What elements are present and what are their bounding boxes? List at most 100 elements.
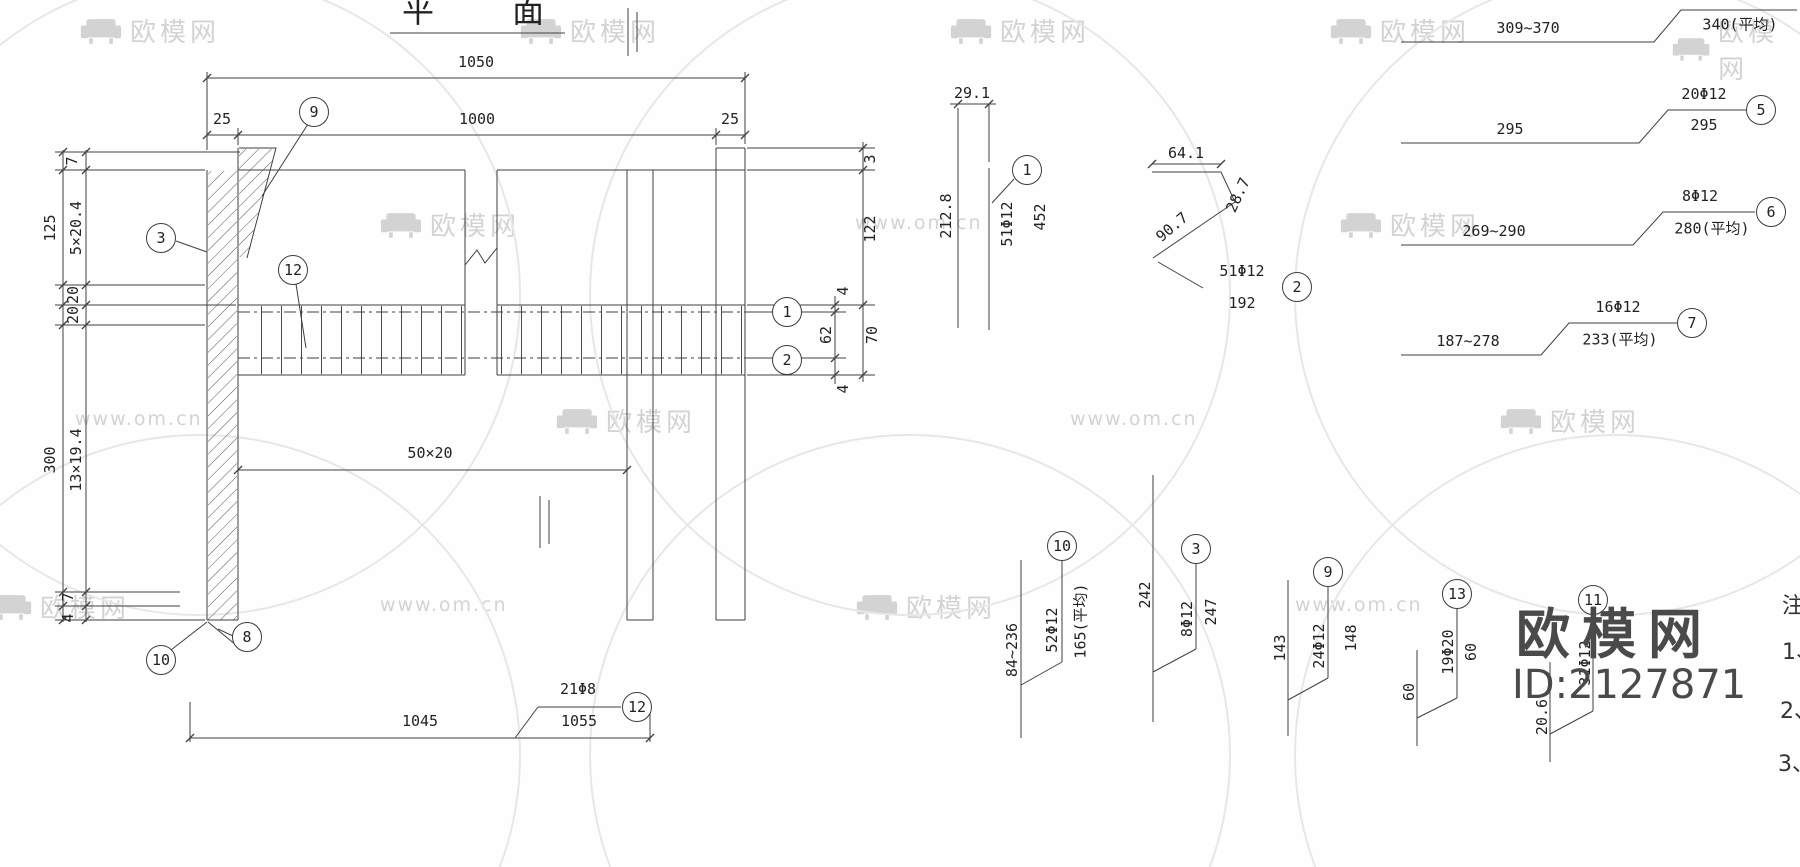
callout10-spec: 52Φ12 bbox=[1043, 607, 1061, 653]
bubble-10: 10 bbox=[146, 645, 176, 675]
detail2-spec: 51Φ12 bbox=[1219, 262, 1265, 280]
watermark: 欧模网 bbox=[1672, 12, 1800, 86]
detail1-width: 29.1 bbox=[953, 84, 991, 102]
detail1-lines bbox=[950, 103, 996, 330]
callout9-avg: 148 bbox=[1342, 624, 1360, 652]
watermark-url: www.om.cn bbox=[75, 408, 203, 430]
rebar-ticks bbox=[244, 306, 462, 374]
watermark-url: www.om.cn bbox=[1070, 408, 1198, 430]
bubble-3: 3 bbox=[146, 223, 176, 253]
callout6-range: 269~290 bbox=[1462, 222, 1526, 240]
dim-122: 122 bbox=[861, 215, 879, 243]
dim-125: 125 bbox=[41, 214, 59, 242]
dim-20-a: 20 bbox=[64, 285, 82, 305]
callout3-lines bbox=[1152, 475, 1197, 722]
watermark: 欧模网 bbox=[1340, 206, 1480, 243]
callout7-avg: 233(平均) bbox=[1582, 330, 1658, 349]
bubble-7: 7 bbox=[1677, 308, 1707, 338]
dim-20-b: 20 bbox=[64, 305, 82, 325]
detail1-spec: 51Φ12 bbox=[998, 201, 1016, 247]
view-title: 平 面 bbox=[402, 0, 579, 30]
dim-1000: 1000 bbox=[458, 110, 496, 128]
watermark-url: www.om.cn bbox=[380, 594, 508, 616]
watermark-brand: 欧模网 bbox=[130, 18, 221, 48]
callout6-lines bbox=[1401, 211, 1755, 246]
watermark: 欧模网 bbox=[856, 588, 996, 625]
bubble-13: 13 bbox=[1442, 579, 1472, 609]
bubble-detail1: 1 bbox=[1012, 155, 1042, 185]
dim-7-top: 7 bbox=[63, 156, 81, 166]
bubble-10b: 10 bbox=[1047, 531, 1077, 561]
detail2-length: 192 bbox=[1228, 294, 1256, 312]
bubble-5: 5 bbox=[1746, 95, 1776, 125]
watermark-brand: 欧模网 bbox=[1550, 408, 1641, 438]
callout5-range: 295 bbox=[1496, 120, 1524, 138]
callout10-range: 84~236 bbox=[1003, 622, 1021, 678]
callout-top-lines bbox=[1401, 9, 1797, 43]
site-id: ID:2127871 bbox=[1512, 662, 1747, 708]
dim-4-right-b: 4 bbox=[834, 384, 852, 394]
dim-62: 62 bbox=[817, 325, 835, 345]
dim-25-right: 25 bbox=[720, 110, 740, 128]
callout-top-range: 309~370 bbox=[1496, 19, 1560, 37]
bubble-11: 11 bbox=[1578, 585, 1608, 615]
watermark-url: www.om.cn bbox=[1295, 594, 1423, 616]
callout3-range: 242 bbox=[1136, 581, 1154, 609]
rebar-ticks bbox=[500, 306, 742, 374]
watermark: 欧模网 bbox=[520, 12, 660, 49]
bubble-1: 1 bbox=[772, 297, 802, 327]
wall-bottom-cut bbox=[207, 621, 237, 646]
bubble-12-bottom: 12 bbox=[622, 692, 652, 722]
callout10-avg: 165(平均) bbox=[1071, 583, 1090, 659]
watermark-brand: 欧模网 bbox=[430, 212, 521, 242]
callout13-avg: 60 bbox=[1462, 642, 1480, 662]
dim-1045: 1045 bbox=[401, 712, 439, 730]
callout7-range: 187~278 bbox=[1436, 332, 1500, 350]
dim-4-bottom: 4 bbox=[59, 613, 77, 623]
callout7-spec: 16Φ12 bbox=[1595, 298, 1641, 316]
ext-left-lines bbox=[55, 151, 240, 621]
dim-1000-lines bbox=[207, 128, 745, 145]
detail1-total: 452 bbox=[1031, 203, 1049, 231]
callout9-range: 143 bbox=[1271, 634, 1289, 662]
watermark-brand: 欧模网 bbox=[1718, 18, 1779, 85]
dim-25-left: 25 bbox=[212, 110, 232, 128]
watermark-url: www.om.cn bbox=[855, 212, 983, 234]
watermark: 欧模网 bbox=[380, 206, 520, 243]
corner-hatch bbox=[239, 149, 275, 257]
dim-3-right: 3 bbox=[861, 154, 879, 164]
dim-right-lines bbox=[834, 142, 864, 384]
callout6-spec: 8Φ12 bbox=[1681, 187, 1719, 205]
callout13-range: 60 bbox=[1400, 682, 1418, 702]
rebar-rows bbox=[238, 311, 770, 359]
callout12-value: 1055 bbox=[560, 712, 598, 730]
detail1-length: 212.8 bbox=[937, 193, 955, 239]
watermark: 欧模网 bbox=[950, 12, 1090, 49]
dim-left-lines bbox=[62, 150, 87, 622]
callout11-lines bbox=[1549, 614, 1594, 762]
watermark: 欧模网 bbox=[80, 12, 220, 49]
dim-7-bottom: 7 bbox=[59, 592, 77, 602]
callout7-lines bbox=[1401, 322, 1677, 356]
callout5-avg: 295 bbox=[1690, 116, 1718, 134]
ext-right-lines bbox=[747, 147, 875, 376]
note-2: 2、 bbox=[1780, 699, 1800, 724]
wall-hatch bbox=[208, 171, 237, 620]
callout3-spec: 8Φ12 bbox=[1178, 600, 1196, 638]
callout5-lines bbox=[1401, 109, 1746, 144]
note-3: 3、 bbox=[1778, 752, 1800, 777]
dim-5x20-4: 5×20.4 bbox=[67, 200, 85, 256]
leader-lines bbox=[170, 123, 1204, 739]
watermark-url-text: www.om.cn bbox=[380, 594, 508, 616]
watermark-brand: 欧模网 bbox=[1390, 212, 1481, 242]
plan-walls bbox=[206, 147, 277, 620]
watermark-url-text: www.om.cn bbox=[855, 212, 983, 234]
callout-top-avg: 340(平均) bbox=[1702, 15, 1778, 34]
bubble-3b: 3 bbox=[1181, 534, 1211, 564]
callout3-avg: 247 bbox=[1202, 598, 1220, 626]
watermark: 欧模网 bbox=[1330, 12, 1470, 49]
plan-break-lines bbox=[464, 170, 498, 375]
